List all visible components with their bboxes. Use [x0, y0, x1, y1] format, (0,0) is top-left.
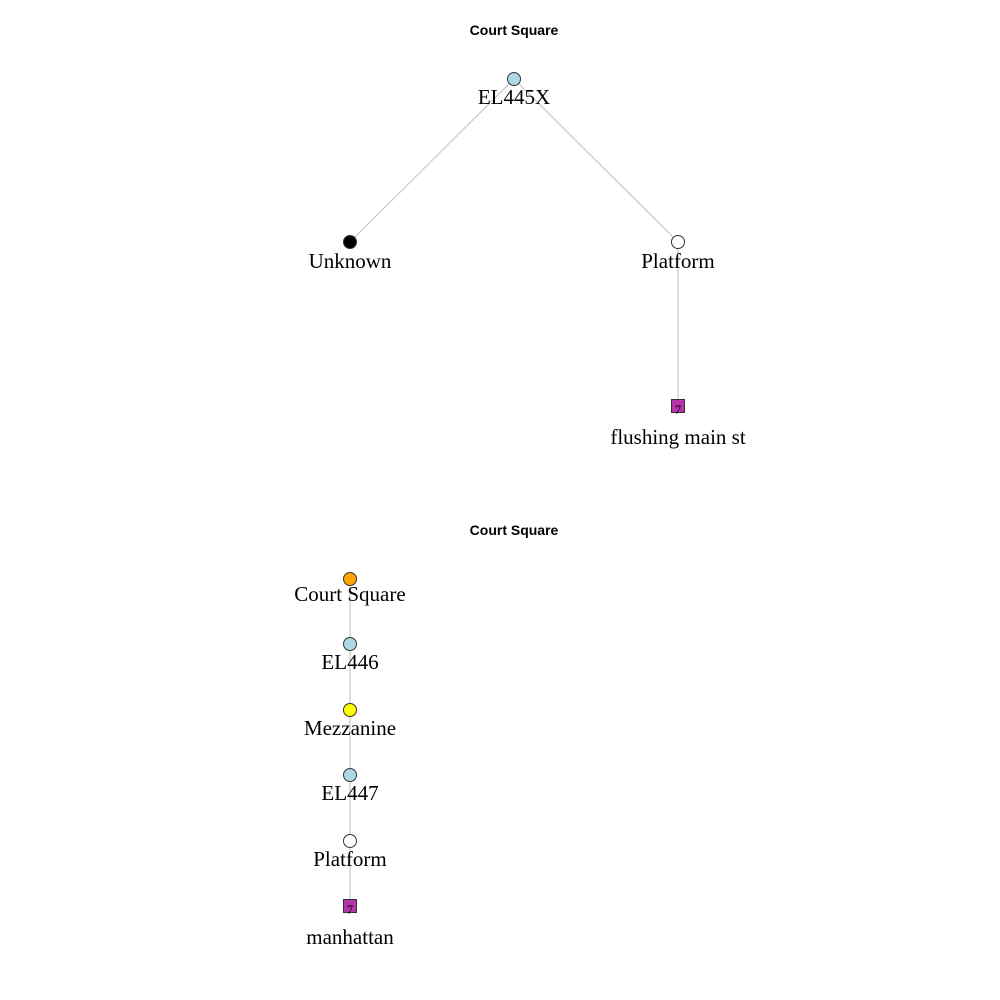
- node-label: flushing main st: [610, 425, 745, 449]
- edge-EL445X-Unknown: [349, 78, 515, 243]
- platform-node: [343, 834, 357, 848]
- nodes: EL445X Unknown Platform 7 flushing main st: [309, 72, 746, 449]
- node-label: Platform: [641, 249, 715, 273]
- edges: [349, 78, 679, 406]
- edge-EL445X-Platform: [513, 78, 679, 243]
- platform-node: [671, 235, 685, 249]
- node-label: Platform: [313, 847, 387, 871]
- unknown-node: [343, 235, 357, 249]
- route-label: 7: [675, 402, 682, 417]
- route-7-node: [343, 899, 357, 913]
- diagram-title: Court Square: [470, 22, 559, 38]
- mezzanine-node: [343, 703, 357, 717]
- node-label: manhattan: [306, 925, 394, 949]
- diagram-bottom: Court Square Court SquareEL446MezzanineE…: [294, 522, 558, 949]
- node-label: Mezzanine: [304, 716, 396, 740]
- station-node: [343, 572, 357, 586]
- node-label: EL445X: [478, 85, 550, 109]
- route-label: 7: [347, 902, 354, 917]
- route-7-node: [671, 399, 685, 413]
- diagram-title: Court Square: [470, 522, 559, 538]
- node-label: EL446: [321, 650, 378, 674]
- node-label: Unknown: [309, 249, 392, 273]
- elevator-node: [343, 637, 357, 651]
- node-label: Court Square: [294, 582, 405, 606]
- elevator-node: [343, 768, 357, 782]
- elevator-node: [507, 72, 521, 86]
- diagram-top: Court Square EL445X Unknown Platform 7 flush…: [309, 22, 746, 449]
- node-label: EL447: [321, 781, 378, 805]
